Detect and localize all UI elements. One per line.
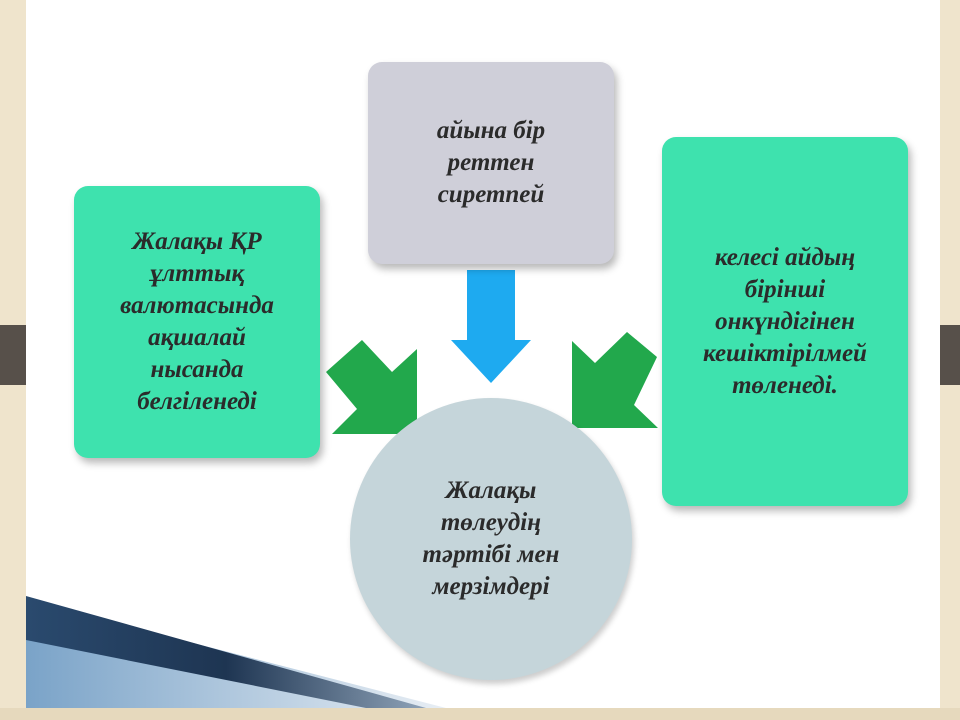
dark-stripe: [26, 596, 426, 708]
decorative-corner-stripes: [26, 596, 446, 708]
decorative-band-right: [940, 325, 960, 385]
node-payment-deadline: келесі айдың бірінші онкүндігінен кешікт…: [662, 137, 908, 506]
slide-canvas: Жалақы ҚР ұлттық валютасында ақшалай ныс…: [26, 0, 940, 708]
node-monthly-frequency: айына бір реттен сиретпей: [368, 62, 614, 264]
center-wage-payment-order: Жалақы төлеудің тәртібі мен мерзімдері: [350, 398, 632, 680]
arrow-down-blue: [451, 270, 531, 383]
decorative-band-left: [0, 325, 26, 385]
slide-frame-bottom: [0, 708, 960, 720]
node-wage-currency: Жалақы ҚР ұлттық валютасында ақшалай ныс…: [74, 186, 320, 458]
connector-arrows: [326, 270, 658, 434]
arrow-green-right: [572, 332, 658, 428]
arrow-green-left: [326, 340, 417, 434]
